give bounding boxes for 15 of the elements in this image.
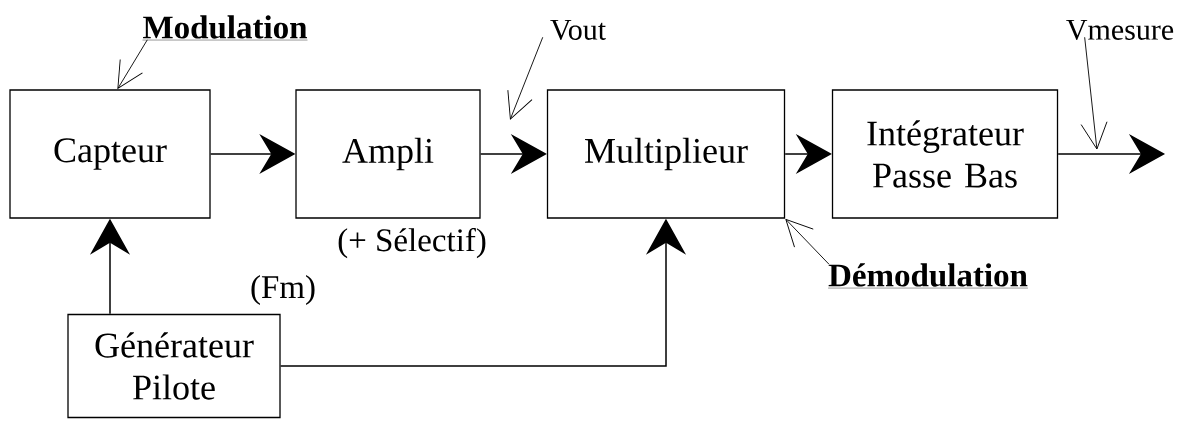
process-box: Capteur bbox=[9, 89, 211, 219]
leader-line bbox=[507, 36, 544, 120]
annotation-text: (+ Sélectif) bbox=[338, 227, 486, 259]
signal-label: Vmesure bbox=[1066, 19, 1174, 41]
leader-line bbox=[785, 218, 830, 265]
signal-label: Vout bbox=[550, 19, 606, 41]
annotation-text: (Fm) bbox=[251, 275, 315, 305]
heading-label: Modulation bbox=[142, 15, 308, 41]
heading-label: Démodulation bbox=[827, 263, 1029, 289]
process-box: Ampli bbox=[295, 89, 481, 219]
process-box: Multiplieur bbox=[546, 89, 786, 219]
process-box: Générateur Pilote bbox=[67, 313, 281, 419]
process-box: Intégrateur Passe Bas bbox=[831, 89, 1059, 219]
leader-line bbox=[117, 39, 148, 89]
leader-line bbox=[1080, 36, 1108, 150]
